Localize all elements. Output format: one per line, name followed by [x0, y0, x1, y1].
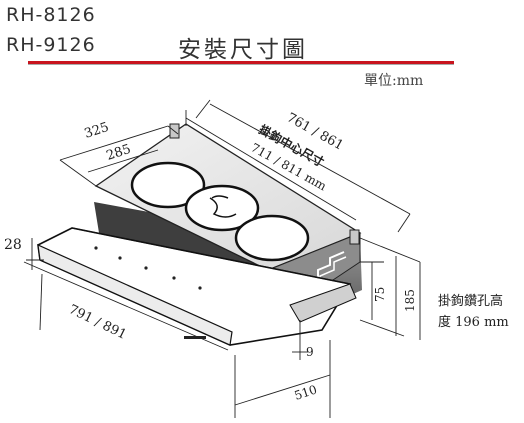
unit-label: 單位:mm: [364, 73, 424, 89]
page-title: 安裝尺寸圖: [178, 37, 308, 63]
front-width-label: 791 / 891: [66, 302, 129, 343]
title-underline: [28, 61, 454, 64]
model-number-2: RH-9126: [6, 34, 96, 56]
depth-inner-label: 285: [105, 142, 133, 164]
bottom-depth-label: 510: [293, 382, 319, 402]
fan-openings: [130, 161, 310, 262]
hook-drill-label: 掛鉤鑽孔高: [438, 293, 503, 309]
model-number-1: RH-8126: [6, 4, 96, 26]
depth-outer-label: 325: [83, 120, 111, 142]
hook-height-label: 75: [373, 287, 387, 302]
bottom-offset-label: 9: [306, 345, 314, 359]
dimension-lines: [23, 99, 421, 418]
body-height-label: 185: [403, 289, 417, 312]
front-height-label: 28: [4, 237, 22, 253]
hook-drill-value: 度 196 mm: [438, 314, 509, 330]
title-underline-shadow: [28, 64, 454, 65]
